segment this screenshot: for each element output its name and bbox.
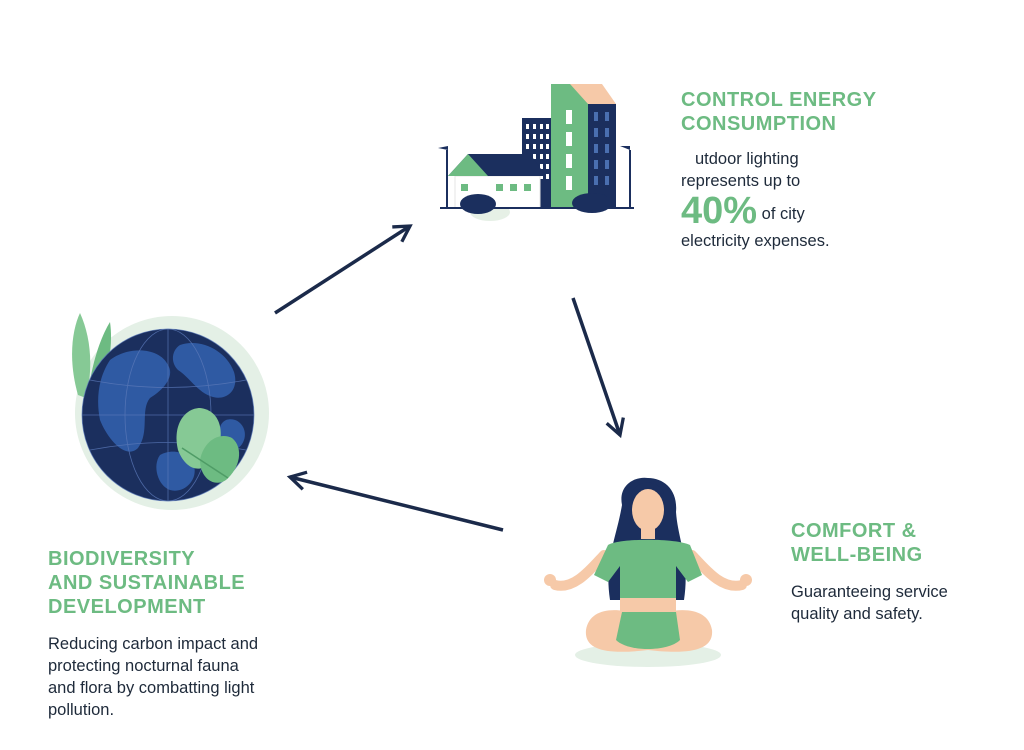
biodiversity-section: BIODIVERSITY AND SUSTAINABLE DEVELOPMENT… bbox=[48, 547, 368, 721]
comfort-heading-line-1: COMFORT & bbox=[791, 520, 917, 542]
energy-stat-value: 40% bbox=[681, 190, 758, 232]
comfort-heading: COMFORT & WELL-BEING bbox=[791, 519, 1011, 567]
energy-section: CONTROL ENERGY CONSUMPTION utdoor lighti… bbox=[681, 88, 1001, 252]
arrow-globe-to-city bbox=[274, 224, 413, 315]
comfort-description: Guaranteeing service quality and safety. bbox=[791, 581, 1011, 625]
arrow-city-to-woman bbox=[571, 297, 625, 439]
biodiversity-line-2: protecting nocturnal fauna bbox=[48, 657, 239, 675]
energy-line-2: represents up to bbox=[681, 172, 801, 190]
energy-description: utdoor lighting represents up to 40% of … bbox=[681, 148, 1001, 252]
energy-heading-line-1: CONTROL ENERGY bbox=[681, 89, 877, 111]
meditating-woman-icon bbox=[544, 477, 752, 667]
comfort-heading-line-2: WELL-BEING bbox=[791, 544, 923, 566]
energy-line-4: electricity expenses. bbox=[681, 232, 830, 250]
biodiversity-line-3: and flora by combatting light bbox=[48, 679, 255, 697]
biodiversity-heading-line-2: AND SUSTAINABLE bbox=[48, 572, 246, 594]
energy-heading: CONTROL ENERGY CONSUMPTION bbox=[681, 88, 1001, 136]
biodiversity-description: Reducing carbon impact and protecting no… bbox=[48, 633, 368, 721]
energy-stat-line: 40% of city bbox=[681, 192, 1001, 230]
comfort-section: COMFORT & WELL-BEING Guaranteeing servic… bbox=[791, 519, 1011, 625]
globe-icon bbox=[72, 313, 269, 510]
biodiversity-heading: BIODIVERSITY AND SUSTAINABLE DEVELOPMENT bbox=[48, 547, 368, 619]
energy-line-1: utdoor lighting bbox=[695, 150, 799, 168]
comfort-line-1: Guaranteeing service bbox=[791, 583, 948, 601]
biodiversity-heading-line-1: BIODIVERSITY bbox=[48, 548, 196, 570]
energy-heading-line-2: CONSUMPTION bbox=[681, 113, 837, 135]
city-buildings-icon bbox=[438, 84, 634, 221]
energy-stat-suffix: of city bbox=[761, 205, 805, 223]
biodiversity-heading-line-3: DEVELOPMENT bbox=[48, 596, 206, 618]
comfort-line-2: quality and safety. bbox=[791, 605, 923, 623]
arrow-woman-to-globe bbox=[286, 470, 504, 532]
biodiversity-line-1: Reducing carbon impact and bbox=[48, 635, 259, 653]
biodiversity-line-4: pollution. bbox=[48, 701, 115, 719]
